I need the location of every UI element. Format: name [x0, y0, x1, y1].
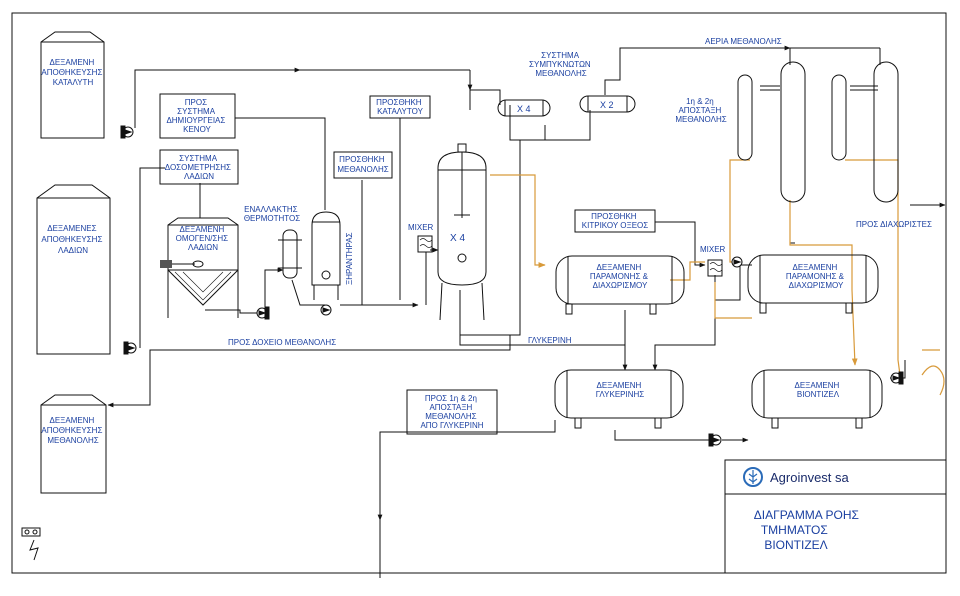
dryer-label: ΞΗΡΑΝΤΗΡΑΣ [345, 232, 354, 285]
title-block: Agroinvest sa ΔΙΑΓΡΑΜΜΑ ΡΟΗΣ ΤΜΗΜΑΤΟΣ ΒΙ… [724, 459, 947, 574]
svg-text:ΠΡΟΣΘΗΚΗ ΜΕΘΑΝΟΛΗΣ: ΠΡΟΣΘΗΚΗ ΜΕΘΑΝΟΛΗΣ [337, 155, 388, 174]
tank-homogenizer: ΔΕΞΑΜΕΝΗ ΟΜΟΓΕΝ/ΣΗΣ ΛΑΔΙΩΝ [160, 217, 239, 318]
svg-text:ΣΥΣΤΗΜΑ ΣΥΜΠΥΚΝΩΤΩΝ: ΣΥΣΤΗΜΑ ΣΥΜΠΥΚΝΩΤΩΝ ΜΕΘΑΝΟΛΗΣ [529, 51, 593, 78]
heat-exchanger: ΕΝΑΛΛΑΚΤΗΣ ΘΕΡΜΟΤΗΤΟΣ [244, 205, 302, 279]
svg-text:ΔΕΞΑΜΕΝΗ ΠΑΡΑΜΟΝΗΣ &: ΔΕΞΑΜΕΝΗ ΠΑΡΑΜΟΝΗΣ & ΔΙΑΧΩΡΙΣΜΟΥ [786, 263, 846, 290]
biodiesel-tank: ΔΕΞΑΜΕΝΗ ΒΙΟΝΤΙΖΕΛ [751, 369, 883, 429]
pump-icon [731, 256, 743, 268]
svg-text:ΣΥΣΤΗΜΑ ΔΟΣΟΜΕΤΡΗΣΗΣ: ΣΥΣΤΗΜΑ ΔΟΣΟΜΕΤΡΗΣΗΣ ΛΑΔΙΩΝ [165, 154, 233, 181]
orange-piping [490, 159, 945, 396]
mixer-1: MIXER [408, 223, 434, 253]
to-methanol-tank-label: ΠΡΟΣ ΔΟΧΕΙΟ ΜΕΘΑΝΟΛΗΣ [228, 338, 336, 347]
svg-text:ΠΡΟΣΘΗΚΗ ΚΙΤΡΙΚΟΥ ΟΞΕΟΣ: ΠΡΟΣΘΗΚΗ ΚΙΤΡΙΚΟΥ ΟΞΕΟΣ [582, 212, 648, 230]
to-separators-label: ΠΡΟΣ ΔΙΑΧΩΡΙΣΤΕΣ [856, 220, 932, 229]
pump-icon [708, 433, 722, 447]
svg-text:MIXER: MIXER [408, 223, 434, 232]
svg-text:ΠΡΟΣ 1η & 2η ΑΠΟΣΤΑΞΗ: ΠΡΟΣ 1η & 2η ΑΠΟΣΤΑΞΗ ΜΕΘΑΝΟΛΗΣ ΑΠΟ ΓΛΥΚ… [420, 394, 483, 430]
svg-text:X 4: X 4 [450, 233, 465, 244]
tank-catalyst: ΔΕΞΑΜΕΝΗ ΑΠΟΘΗΚΕΥΣΗΣ ΚΑΤΑΛΥΤΗ [40, 31, 105, 139]
svg-text:1η & 2η ΑΠΟΣΤΑΞΗ Μ: 1η & 2η ΑΠΟΣΤΑΞΗ ΜΕΘΑΝΟΛΗΣ [675, 97, 726, 124]
tank-methanol-label: ΔΕΞΑΜΕΝΗ ΑΠΟΘΗΚΕΥΣΗΣ ΜΕΘΑΝΟΛΗΣ [41, 416, 104, 445]
settling-tank-2: ΔΕΞΑΜΕΝΗ ΠΑΡΑΜΟΝΗΣ & ΔΙΑΧΩΡΙΣΜΟΥ [747, 254, 879, 314]
box-add-methanol: ΠΡΟΣΘΗΚΗ ΜΕΘΑΝΟΛΗΣ [333, 151, 393, 179]
tank-catalyst-label: ΔΕΞΑΜΕΝΗ ΑΠΟΘΗΚΕΥΣΗΣ ΚΑΤΑΛΥΤΗ [41, 58, 104, 87]
svg-text:ΠΡΟΣΘΗΚΗ ΚΑΤΑΛΥΤΟΥ: ΠΡΟΣΘΗΚΗ ΚΑΤΑΛΥΤΟΥ [376, 98, 424, 116]
methanol-vapors-label: ΑΕΡΙΑ ΜΕΘΑΝΟΛΗΣ [705, 37, 782, 46]
svg-text:ΕΝΑΛΛΑΚΤΗΣ ΘΕΡΜΟΤΗΤΟΣ: ΕΝΑΛΛΑΚΤΗΣ ΘΕΡΜΟΤΗΤΟΣ [244, 205, 300, 223]
svg-text:ΔΕΞΑΜΕΝΗ ΠΑΡΑΜΟΝΗΣ &: ΔΕΞΑΜΕΝΗ ΠΑΡΑΜΟΝΗΣ & ΔΙΑΧΩΡΙΣΜΟΥ [590, 263, 650, 290]
box-glycerin-distillation: ΠΡΟΣ 1η & 2η ΑΠΟΣΤΑΞΗ ΜΕΘΑΝΟΛΗΣ ΑΠΟ ΓΛΥΚ… [406, 389, 498, 435]
pump-icon [890, 371, 904, 385]
glycerin-tank: ΔΕΞΑΜΕΝΗ ΓΛΥΚΕΡΙΝΗΣ [554, 369, 684, 429]
box-vacuum-system: ΠΡΟΣ ΣΥΣΤΗΜΑ ΔΗΜΙΟΥΡΓΕΙΑΣ ΚΕΝΟΥ [159, 93, 236, 139]
distillation-columns: 1η & 2η ΑΠΟΣΤΑΞΗ ΜΕΘΑΝΟΛΗΣ ΠΡΟΣ ΔΙΑΧΩΡΙΣ… [675, 61, 932, 229]
piping [107, 45, 946, 578]
svg-text:ΔΕΞΑΜΕΝΗ ΓΛΥΚΕΡΙΝΗΣ: ΔΕΞΑΜΕΝΗ ΓΛΥΚΕΡΙΝΗΣ [596, 381, 645, 399]
condensers: ΣΥΣΤΗΜΑ ΣΥΜΠΥΚΝΩΤΩΝ ΜΕΘΑΝΟΛΗΣ X 4 X 2 [497, 51, 636, 117]
svg-text:X 2: X 2 [600, 100, 614, 110]
settling-tank-1: ΔΕΞΑΜΕΝΗ ΠΑΡΑΜΟΝΗΣ & ΔΙΑΧΩΡΙΣΜΟΥ [555, 255, 685, 315]
box-add-catalyst: ΠΡΟΣΘΗΚΗ ΚΑΤΑΛΥΤΟΥ [369, 95, 431, 119]
pump-icon [123, 341, 137, 355]
pump-icon [320, 304, 332, 316]
glycerin-label: ΓΛΥΚΕΡΙΝΗ [528, 336, 572, 345]
box-dosing-system: ΣΥΣΤΗΜΑ ΔΟΣΟΜΕΤΡΗΣΗΣ ΛΑΔΙΩΝ [159, 149, 239, 185]
pump-icon [256, 306, 270, 320]
svg-text:ΠΡΟΣ ΣΥΣΤΗΜΑ ΔΗΜΙΟ: ΠΡΟΣ ΣΥΣΤΗΜΑ ΔΗΜΙΟΥΡΓΕΙΑΣ ΚΕΝΟΥ [166, 98, 227, 134]
agroinvest-logo-icon [743, 467, 763, 487]
svg-text:X 4: X 4 [517, 104, 531, 114]
mixer-2: MIXER [700, 245, 726, 277]
pumps [120, 125, 904, 447]
pump-icon [120, 125, 134, 139]
reactor: X 4 [437, 143, 487, 321]
svg-text:MIXER: MIXER [700, 245, 726, 254]
dryer: ΞΗΡΑΝΤΗΡΑΣ [311, 211, 354, 300]
tank-oils: ΔΕΞΑΜΕΝΕΣ ΑΠΟΘΗΚΕΥΣΗΣ ΛΑΔΙΩΝ [36, 184, 111, 355]
svg-text:ΔΕΞΑΜΕΝΗ ΟΜΟΓΕΝ/ΣΗΣ: ΔΕΞΑΜΕΝΗ ΟΜΟΓΕΝ/ΣΗΣ ΛΑΔΙΩΝ [176, 225, 231, 252]
company-name: Agroinvest sa [770, 470, 850, 485]
tank-oils-label: ΔΕΞΑΜΕΝΕΣ ΑΠΟΘΗΚΕΥΣΗΣ ΛΑΔΙΩΝ [41, 224, 104, 255]
tank-methanol: ΔΕΞΑΜΕΝΗ ΑΠΟΘΗΚΕΥΣΗΣ ΜΕΘΑΝΟΛΗΣ [40, 394, 107, 494]
svg-text:ΔΕΞΑΜΕΝΗ ΒΙΟΝΤΙΖΕΛ: ΔΕΞΑΜΕΝΗ ΒΙΟΝΤΙΖΕΛ [794, 381, 841, 399]
drawing-border [11, 12, 947, 574]
corner-symbol [21, 527, 41, 561]
box-add-citric: ΠΡΟΣΘΗΚΗ ΚΙΤΡΙΚΟΥ ΟΞΕΟΣ [574, 209, 656, 233]
diagram-title: ΔΙΑΓΡΑΜΜΑ ΡΟΗΣ ΤΜΗΜΑΤΟΣ ΒΙΟΝΤΙΖΕΛ [754, 508, 863, 552]
